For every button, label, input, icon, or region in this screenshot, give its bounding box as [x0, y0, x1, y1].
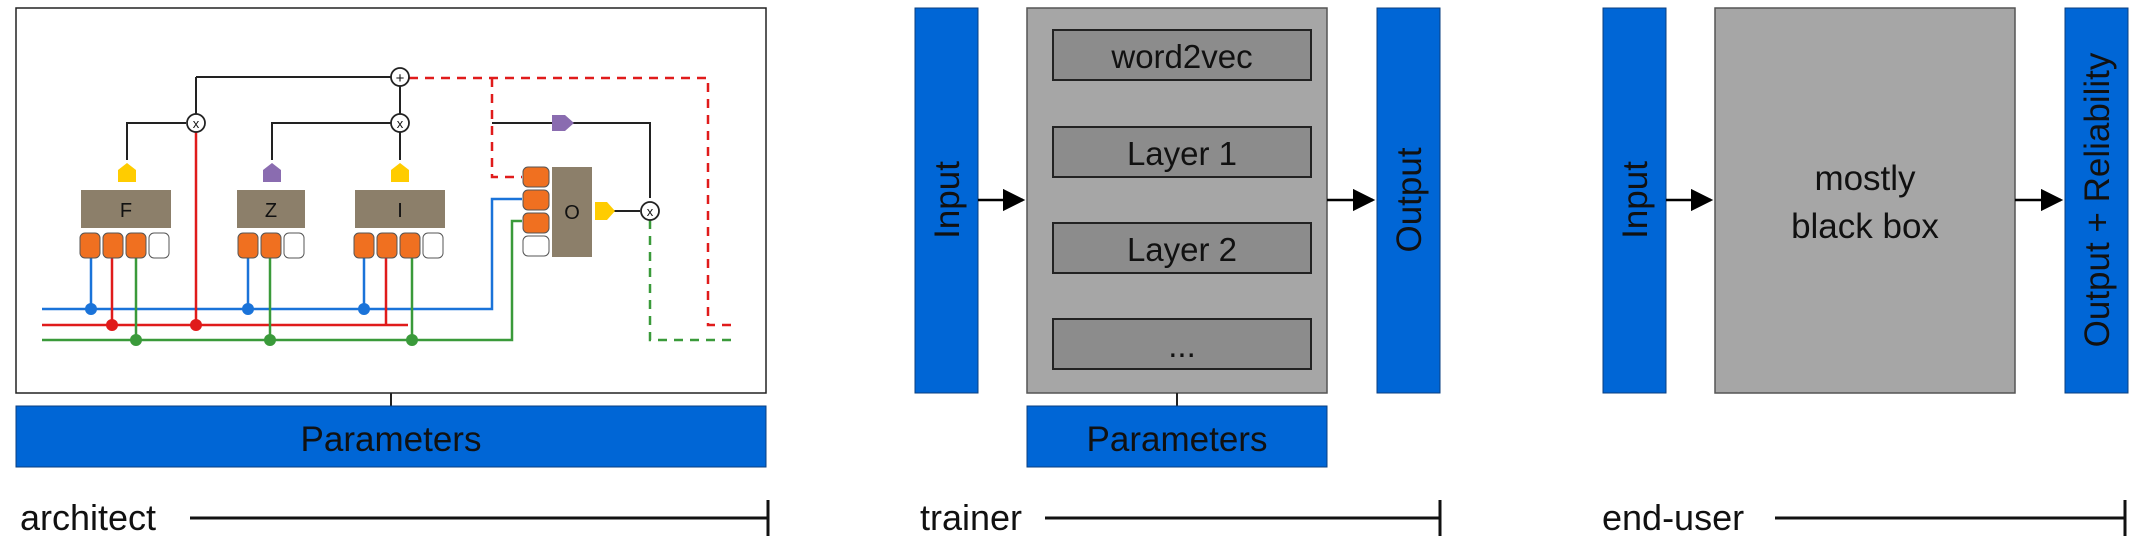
- yellow-activation-icon: [118, 163, 136, 182]
- enduser-panel: Input mostly black box Output + Reliabil…: [1602, 7, 2129, 538]
- enduser-role-label: end-user: [1602, 497, 1744, 538]
- svg-text:word2vec: word2vec: [1110, 38, 1252, 75]
- green-dashed-output: [648, 220, 736, 342]
- multiply-operator: x: [640, 201, 660, 221]
- add-operator: +: [390, 67, 410, 87]
- trainer-input-box: [914, 7, 979, 394]
- svg-text:F: F: [120, 200, 132, 222]
- multiply-operator: x: [390, 113, 410, 133]
- svg-text:Layer 2: Layer 2: [1127, 231, 1237, 268]
- enduser-output-box: [2064, 7, 2129, 394]
- architect-parameters-label: Parameters: [301, 420, 482, 459]
- gate-i: I: [353, 163, 445, 259]
- wire-junctions: [85, 303, 418, 346]
- layer-2: [1052, 222, 1312, 274]
- svg-text:...: ...: [1168, 327, 1196, 364]
- layer-more: [1052, 318, 1312, 370]
- trainer-panel: Input word2vec Layer 1 Layer 2 ... Outpu…: [914, 7, 1442, 538]
- enduser-input-box: [1602, 7, 1667, 394]
- svg-text:I: I: [397, 200, 403, 222]
- purple-activation-icon: [263, 163, 281, 182]
- gate-f: F: [79, 163, 171, 259]
- gate-z: Z: [237, 163, 305, 259]
- svg-text:x: x: [397, 116, 404, 131]
- architect-panel: Parameters: [15, 7, 770, 538]
- svg-text:Z: Z: [265, 200, 277, 222]
- svg-text:black box: black box: [1791, 207, 1939, 246]
- svg-text:mostly: mostly: [1814, 159, 1916, 198]
- trainer-role-label: trainer: [920, 497, 1022, 538]
- enduser-output-label: Output + Reliability: [2078, 52, 2117, 347]
- svg-text:x: x: [647, 204, 654, 219]
- trainer-parameters-bar: [1026, 405, 1328, 468]
- multiply-operator: x: [186, 113, 206, 133]
- trainer-parameters-label: Parameters: [1087, 420, 1268, 459]
- red-dashed-recurrence: [409, 76, 736, 327]
- yellow-activation-icon: [595, 202, 615, 220]
- architect-parameters-bar: [15, 405, 767, 468]
- yellow-activation-icon: [391, 163, 409, 182]
- svg-text:O: O: [564, 202, 580, 224]
- gate-o: O: [522, 115, 615, 257]
- layer-word2vec: [1052, 29, 1312, 81]
- svg-text:x: x: [193, 116, 200, 131]
- architect-output-wires: [126, 76, 651, 212]
- enduser-input-label: Input: [1616, 161, 1655, 239]
- trainer-input-label: Input: [928, 161, 967, 239]
- svg-text:+: +: [396, 70, 405, 87]
- architect-role-label: architect: [20, 497, 156, 538]
- trainer-output-label: Output: [1390, 147, 1429, 252]
- trainer-output-box: [1376, 7, 1441, 394]
- svg-text:Layer 1: Layer 1: [1127, 135, 1237, 172]
- layer-1: [1052, 126, 1312, 178]
- black-box: [1714, 7, 2016, 394]
- purple-activation-icon: [552, 115, 574, 131]
